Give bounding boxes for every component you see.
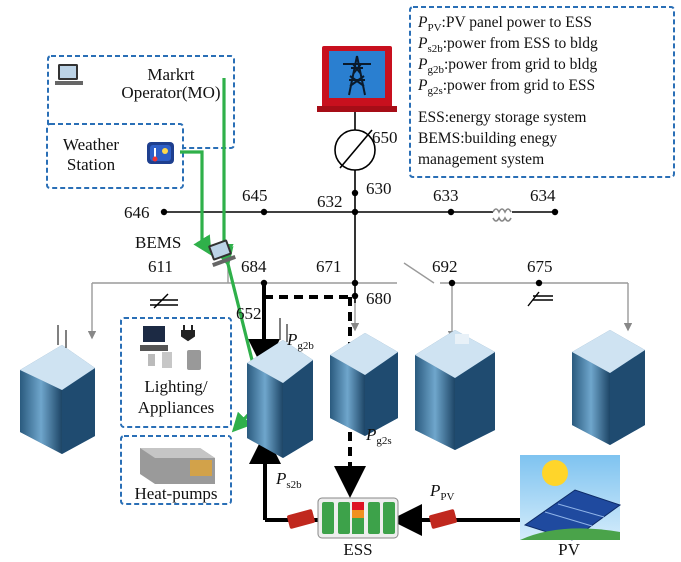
inverter-icon-left [287,509,315,529]
bus-684: 684 [241,257,267,276]
flow-label-pg2b: Pg2b [286,330,314,352]
ess-battery-icon [317,497,399,539]
bus-611: 611 [148,257,173,276]
heat-pump-icon [140,448,215,484]
weather-label-line2: Station [67,155,116,174]
weather-station-icon [147,142,174,164]
legend: PPV:PV panel power to ESS Ps2b:power fro… [417,14,598,168]
legend-ess-definition: ESS:energy storage system [418,109,586,126]
bus-630: 630 [366,179,392,198]
bus-634: 634 [530,186,556,205]
bus-650: 650 [372,128,398,147]
legend-item: PPV:PV panel power to ESS [417,14,592,34]
weather-label-line1: Weather [63,135,120,154]
pv-panel-icon [520,455,622,541]
building-icon-675 [572,330,645,445]
pv-label: PV [558,540,580,559]
bems-computer-icon [208,239,236,267]
legend-box [409,6,675,178]
market-operator-box [47,55,235,149]
bus-645: 645 [242,186,268,205]
lighting-label-line1: Lighting/ [144,377,208,396]
building-icon-680 [330,333,398,436]
flow-label-ps2b: Ps2b [275,469,302,491]
building-icon-611 [20,325,95,454]
legend-item: Pg2s:power from grid to ESS [417,77,595,97]
bus-680: 680 [366,289,392,308]
bus-nodes [160,189,559,300]
flow-label-pg2s: Pg2s [365,425,392,447]
bus-675: 675 [527,257,553,276]
mo-computer-icon [55,64,83,85]
mo-label-line1: Markrt [147,65,194,84]
lighting-label-line2: Appliances [138,398,214,417]
appliances-icon [140,325,201,370]
bus-652: 652 [236,304,262,323]
inverter-icon-right [429,509,457,529]
ess-label: ESS [343,540,372,559]
building-icon-692 [415,330,495,450]
heat-pumps-label: Heat-pumps [134,484,217,503]
weather-station-box [46,123,184,189]
flow-label-ppv: PPV [429,481,455,503]
text-labels: Markrt Operator(MO) Weather Station BEMS… [63,65,581,559]
mo-label-line2: Operator(MO) [121,83,220,102]
flow-labels: Pg2b Pg2s Ps2b PPV [275,330,455,503]
bus-646: 646 [124,203,150,222]
bus-632: 632 [317,192,343,211]
legend-bems-definition-line2: management system [418,151,544,168]
bus-692: 692 [432,257,458,276]
bus-671: 671 [316,257,342,276]
bus-633: 633 [433,186,459,205]
building-icon-684 [247,318,313,458]
bems-label: BEMS [135,233,181,252]
legend-item: Pg2b:power from grid to bldg [417,56,597,76]
legend-item: Ps2b:power from ESS to bldg [417,35,598,55]
feeder-lines [164,112,555,303]
heat-pumps-box [120,435,232,505]
legend-bems-definition-line1: BEMS:building enegy [418,130,557,147]
substation-icon [317,46,397,112]
